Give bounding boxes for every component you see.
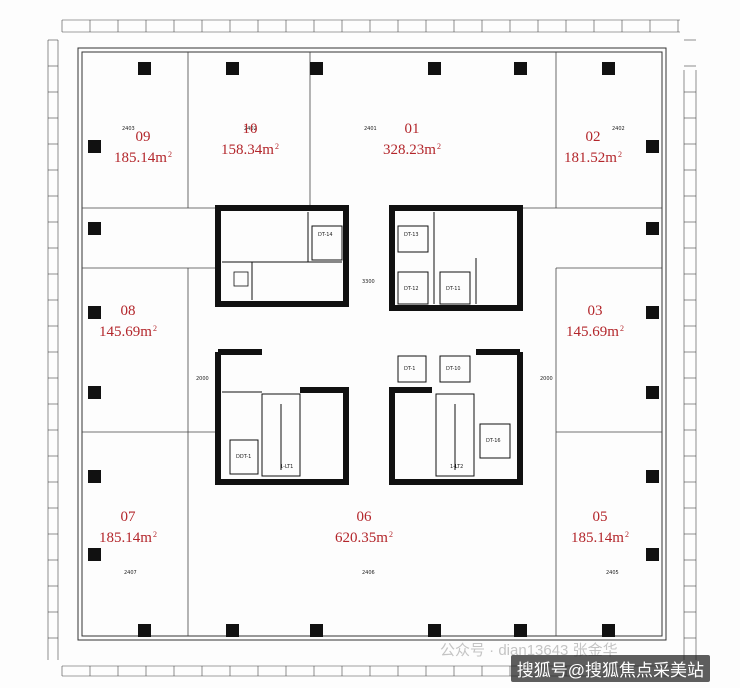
room-number: 2407: [124, 570, 137, 576]
watermark-main: 搜狐号@搜狐焦点采美站: [510, 655, 710, 682]
room-number: 2405: [606, 570, 619, 576]
column: [88, 222, 101, 235]
label-lt2: 1-LT2: [450, 464, 463, 470]
structural-columns: [88, 62, 659, 637]
outer-walls: [77, 47, 667, 641]
column: [646, 548, 659, 561]
label-dim-2000-left: 2000: [196, 376, 209, 382]
unit-area: 185.14m: [99, 530, 152, 546]
lower-right-core: [389, 349, 523, 485]
room-number: 2401: [364, 126, 377, 132]
room-numbers: 2403 2402 2401 2402 2407 2406 2405: [122, 126, 625, 576]
unit-area: 145.69m: [566, 324, 619, 340]
column: [602, 62, 615, 75]
unit-06-label: 06 620.35m2: [324, 510, 404, 546]
column: [646, 222, 659, 235]
unit-number: 09: [135, 129, 151, 145]
room-number: 2406: [362, 570, 375, 576]
unit-number: 08: [120, 303, 136, 319]
column: [514, 624, 527, 637]
dimension-ticks-side: [48, 39, 696, 639]
label-dt1: DT-1: [404, 366, 415, 372]
label-dim-2000-right: 2000: [540, 376, 553, 382]
unit-number: 10: [242, 121, 258, 137]
label-corridor-dim: 3300: [362, 279, 375, 285]
unit-area: 620.35m: [335, 530, 388, 546]
unit-area: 158.34m: [221, 142, 274, 158]
unit-10-label: 10 158.34m2: [210, 122, 290, 158]
column: [310, 624, 323, 637]
dimension-rails: [47, 19, 697, 677]
column: [226, 624, 239, 637]
upper-left-core: [215, 205, 349, 307]
column: [138, 62, 151, 75]
label-dt13: DT-13: [404, 232, 419, 238]
column: [226, 62, 239, 75]
unit-area: 328.23m: [383, 142, 436, 158]
unit-02-label: 02 181.52m2: [553, 130, 633, 166]
unit-number: 03: [587, 303, 603, 319]
unit-number: 06: [356, 509, 372, 525]
unit-number: 02: [585, 129, 601, 145]
label-dt10: DT-10: [446, 366, 461, 372]
unit-03-label: 03 145.69m2: [555, 304, 635, 340]
label-dt16: DT-16: [486, 438, 501, 444]
unit-area: 181.52m: [564, 150, 617, 166]
room-number: 2402: [612, 126, 625, 132]
unit-number: 07: [120, 509, 136, 525]
unit-07-label: 07 185.14m2: [88, 510, 168, 546]
upper-right-core: [389, 205, 523, 311]
room-number: 2403: [122, 126, 135, 132]
core-labels: DT-14 DT-13 DT-12 DT-11 DDT-1 DT-1 DT-10…: [196, 232, 553, 470]
label-dt11: DT-11: [446, 286, 461, 292]
dimension-ticks-top: [61, 20, 679, 676]
unit-number: 01: [404, 121, 420, 137]
column: [88, 548, 101, 561]
unit-08-label: 08 145.69m2: [88, 304, 168, 340]
column: [646, 470, 659, 483]
column: [602, 624, 615, 637]
unit-number: 05: [592, 509, 608, 525]
unit-area: 185.14m: [114, 150, 167, 166]
column: [514, 62, 527, 75]
unit-area: 145.69m: [99, 324, 152, 340]
column: [310, 62, 323, 75]
column: [428, 62, 441, 75]
lower-left-core: [215, 349, 349, 485]
watermark-faint: 公众号 · dian13643 张金华: [440, 642, 618, 659]
unit-area: 185.14m: [571, 530, 624, 546]
column: [88, 306, 101, 319]
column: [646, 140, 659, 153]
column: [88, 470, 101, 483]
partition-walls: [82, 52, 662, 636]
label-lt1: 1-LT1: [280, 464, 293, 470]
room-number: 2402: [244, 126, 257, 132]
column: [646, 306, 659, 319]
unit-05-label: 05 185.14m2: [560, 510, 640, 546]
label-dt12: DT-12: [404, 286, 419, 292]
column: [646, 386, 659, 399]
column: [88, 140, 101, 153]
label-ddt1: DDT-1: [236, 454, 251, 460]
label-dt14: DT-14: [318, 232, 333, 238]
unit-09-label: 09 185.14m2: [103, 130, 183, 166]
column: [138, 624, 151, 637]
unit-01-label: 01 328.23m2: [372, 122, 452, 158]
column: [88, 386, 101, 399]
column: [428, 624, 441, 637]
